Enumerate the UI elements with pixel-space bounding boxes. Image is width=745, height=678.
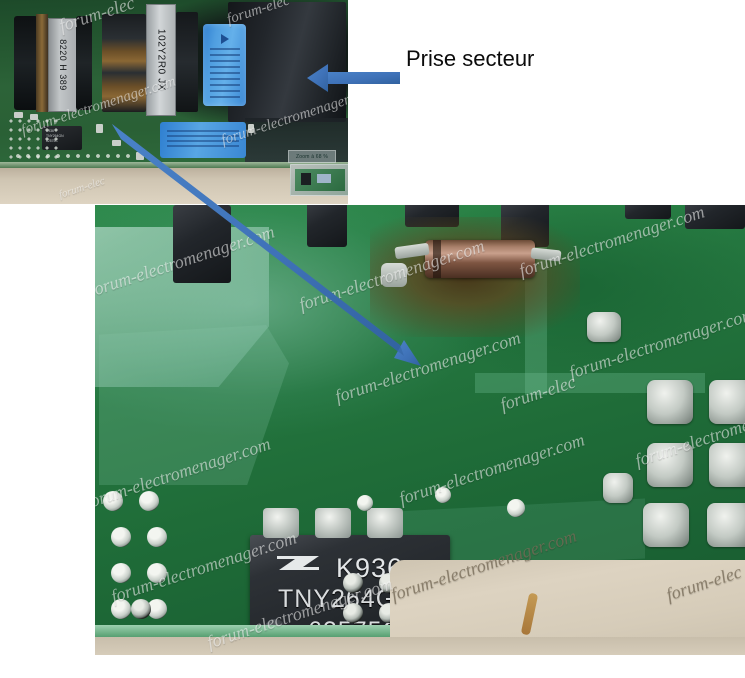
solder-pad bbox=[709, 443, 745, 487]
solder-pad-small bbox=[587, 312, 621, 342]
via-hole bbox=[343, 603, 363, 623]
choke-core-left bbox=[14, 16, 38, 110]
via-hole bbox=[111, 527, 131, 547]
smd-part bbox=[136, 152, 144, 160]
table-surface-macro-strip bbox=[95, 637, 745, 655]
viewer-zoom-text: Zoom à 68 % bbox=[296, 153, 328, 160]
via-hole bbox=[343, 573, 363, 593]
viewer-zoom-badge: Zoom à 68 % bbox=[288, 150, 336, 163]
via-hole bbox=[139, 491, 159, 511]
smd-part bbox=[248, 124, 254, 133]
thumbnail-detail bbox=[301, 173, 311, 185]
choke-label-text: 8220 H 389 bbox=[57, 39, 68, 91]
via-hole bbox=[147, 599, 167, 619]
via-hole bbox=[435, 487, 451, 503]
ic-pin bbox=[367, 508, 403, 538]
capacitor-print-2 bbox=[166, 130, 240, 150]
viewer-thumbnail bbox=[290, 164, 348, 196]
capacitor-print bbox=[209, 48, 240, 98]
solder-pad bbox=[647, 380, 693, 424]
tall-component bbox=[173, 205, 231, 283]
power-integrations-logo-icon bbox=[277, 556, 319, 570]
via-hole bbox=[147, 527, 167, 547]
via-hole bbox=[111, 599, 131, 619]
x2-capacitor-large bbox=[203, 24, 246, 106]
overview-board-photo: 8220 H 389 102Y2R0 JX K936TNY264GN62575C bbox=[0, 0, 348, 204]
choke-label: 8220 H 389 bbox=[48, 18, 77, 112]
x2-capacitor-small bbox=[160, 122, 246, 158]
smd-part bbox=[14, 112, 23, 118]
solder-pad bbox=[643, 503, 689, 547]
black-block-mid bbox=[176, 12, 198, 112]
transformer-block bbox=[228, 2, 346, 122]
solder-joint-burnt bbox=[381, 263, 407, 287]
ic-pin bbox=[263, 508, 299, 538]
via-hole bbox=[111, 563, 131, 583]
inductor-label: 102Y2R0 JX bbox=[146, 4, 176, 116]
ic-pin bbox=[315, 508, 351, 538]
choke-core-right bbox=[76, 16, 92, 110]
via-hole bbox=[103, 491, 123, 511]
via-hole bbox=[507, 499, 525, 517]
via-hole bbox=[147, 563, 167, 583]
smd-part bbox=[30, 114, 38, 120]
solder-pad bbox=[707, 503, 745, 547]
solder-pad bbox=[709, 380, 745, 424]
choke-winding bbox=[36, 14, 48, 112]
smd-part bbox=[96, 124, 103, 133]
thumbnail-detail bbox=[317, 174, 331, 183]
macro-board-photo: K936 TNY264GN 62575C 101 86 09 2002 bbox=[95, 205, 745, 655]
smd-part bbox=[112, 140, 121, 146]
via-hole bbox=[357, 495, 373, 511]
page-title: Prise secteur bbox=[406, 46, 535, 71]
capacitor-logo-icon bbox=[220, 34, 229, 44]
solder-pad-small bbox=[603, 473, 633, 503]
solder-pad bbox=[647, 443, 693, 487]
tall-component bbox=[625, 205, 671, 219]
tall-component bbox=[307, 205, 347, 247]
burnt-diode bbox=[425, 240, 535, 278]
diode-cathode-band bbox=[433, 240, 441, 278]
toroid-coil bbox=[102, 14, 146, 112]
inductor-label-text: 102Y2R0 JX bbox=[155, 28, 167, 92]
via-hole bbox=[131, 599, 151, 619]
tall-component bbox=[685, 205, 745, 229]
